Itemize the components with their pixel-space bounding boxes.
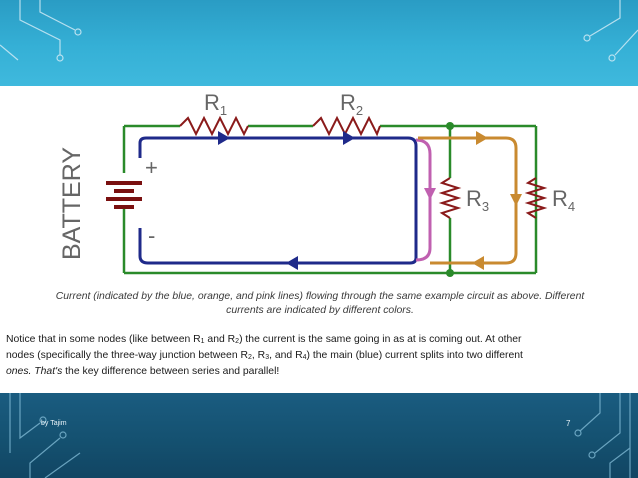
battery-symbol [106, 181, 142, 209]
blue-arrow-3 [286, 256, 298, 270]
resistor-r1 [179, 115, 249, 137]
caption-line-1: Current (indicated by the blue, orange, … [55, 291, 585, 302]
orange-arrow-right [510, 194, 522, 206]
circuit-decoration-bottom-left [9, 393, 81, 478]
blue-arrow-1 [218, 131, 230, 145]
top-banner [0, 0, 638, 86]
r3-label: R3 [466, 186, 489, 214]
resistor-r3 [438, 177, 462, 219]
blue-arrow-2 [343, 131, 355, 145]
figure-caption: Current (indicated by the blue, orange, … [10, 290, 630, 318]
resistor-r4 [524, 177, 548, 219]
author-credit: by Tajim [41, 420, 67, 427]
bottom-banner [0, 393, 638, 478]
pink-arrow [424, 188, 436, 200]
circuit-diagram: BATTERY + - R1 R2 R3 R4 [58, 88, 618, 288]
orange-arrow-top [476, 131, 488, 145]
junction-top [446, 122, 454, 130]
resistor-r2 [312, 115, 381, 137]
blue-current-path [138, 136, 418, 265]
pink-current-path [415, 138, 432, 262]
body-line-3: ones. That's the key difference between … [6, 366, 280, 377]
circuit-decoration-bottom-right [574, 393, 631, 478]
r1-label: R1 [204, 90, 227, 118]
battery-label: BATTERY [58, 147, 86, 260]
circuit-decoration-top-right [583, 0, 638, 62]
plus-label: + [145, 155, 158, 180]
r4-label: R4 [552, 186, 575, 214]
body-line-1: Notice that in some nodes (like between … [6, 334, 522, 345]
minus-label: - [148, 223, 155, 248]
r2-label: R2 [340, 90, 363, 118]
junction-bottom [446, 269, 454, 277]
orange-arrow-bottom [472, 256, 484, 270]
page-number: 7 [566, 419, 571, 428]
circuit-decoration-top-left [0, 0, 82, 62]
caption-line-2: currents are indicated by different colo… [226, 305, 414, 316]
body-paragraph: Notice that in some nodes (like between … [6, 333, 632, 379]
body-line-2: nodes (specifically the three-way juncti… [6, 350, 523, 361]
